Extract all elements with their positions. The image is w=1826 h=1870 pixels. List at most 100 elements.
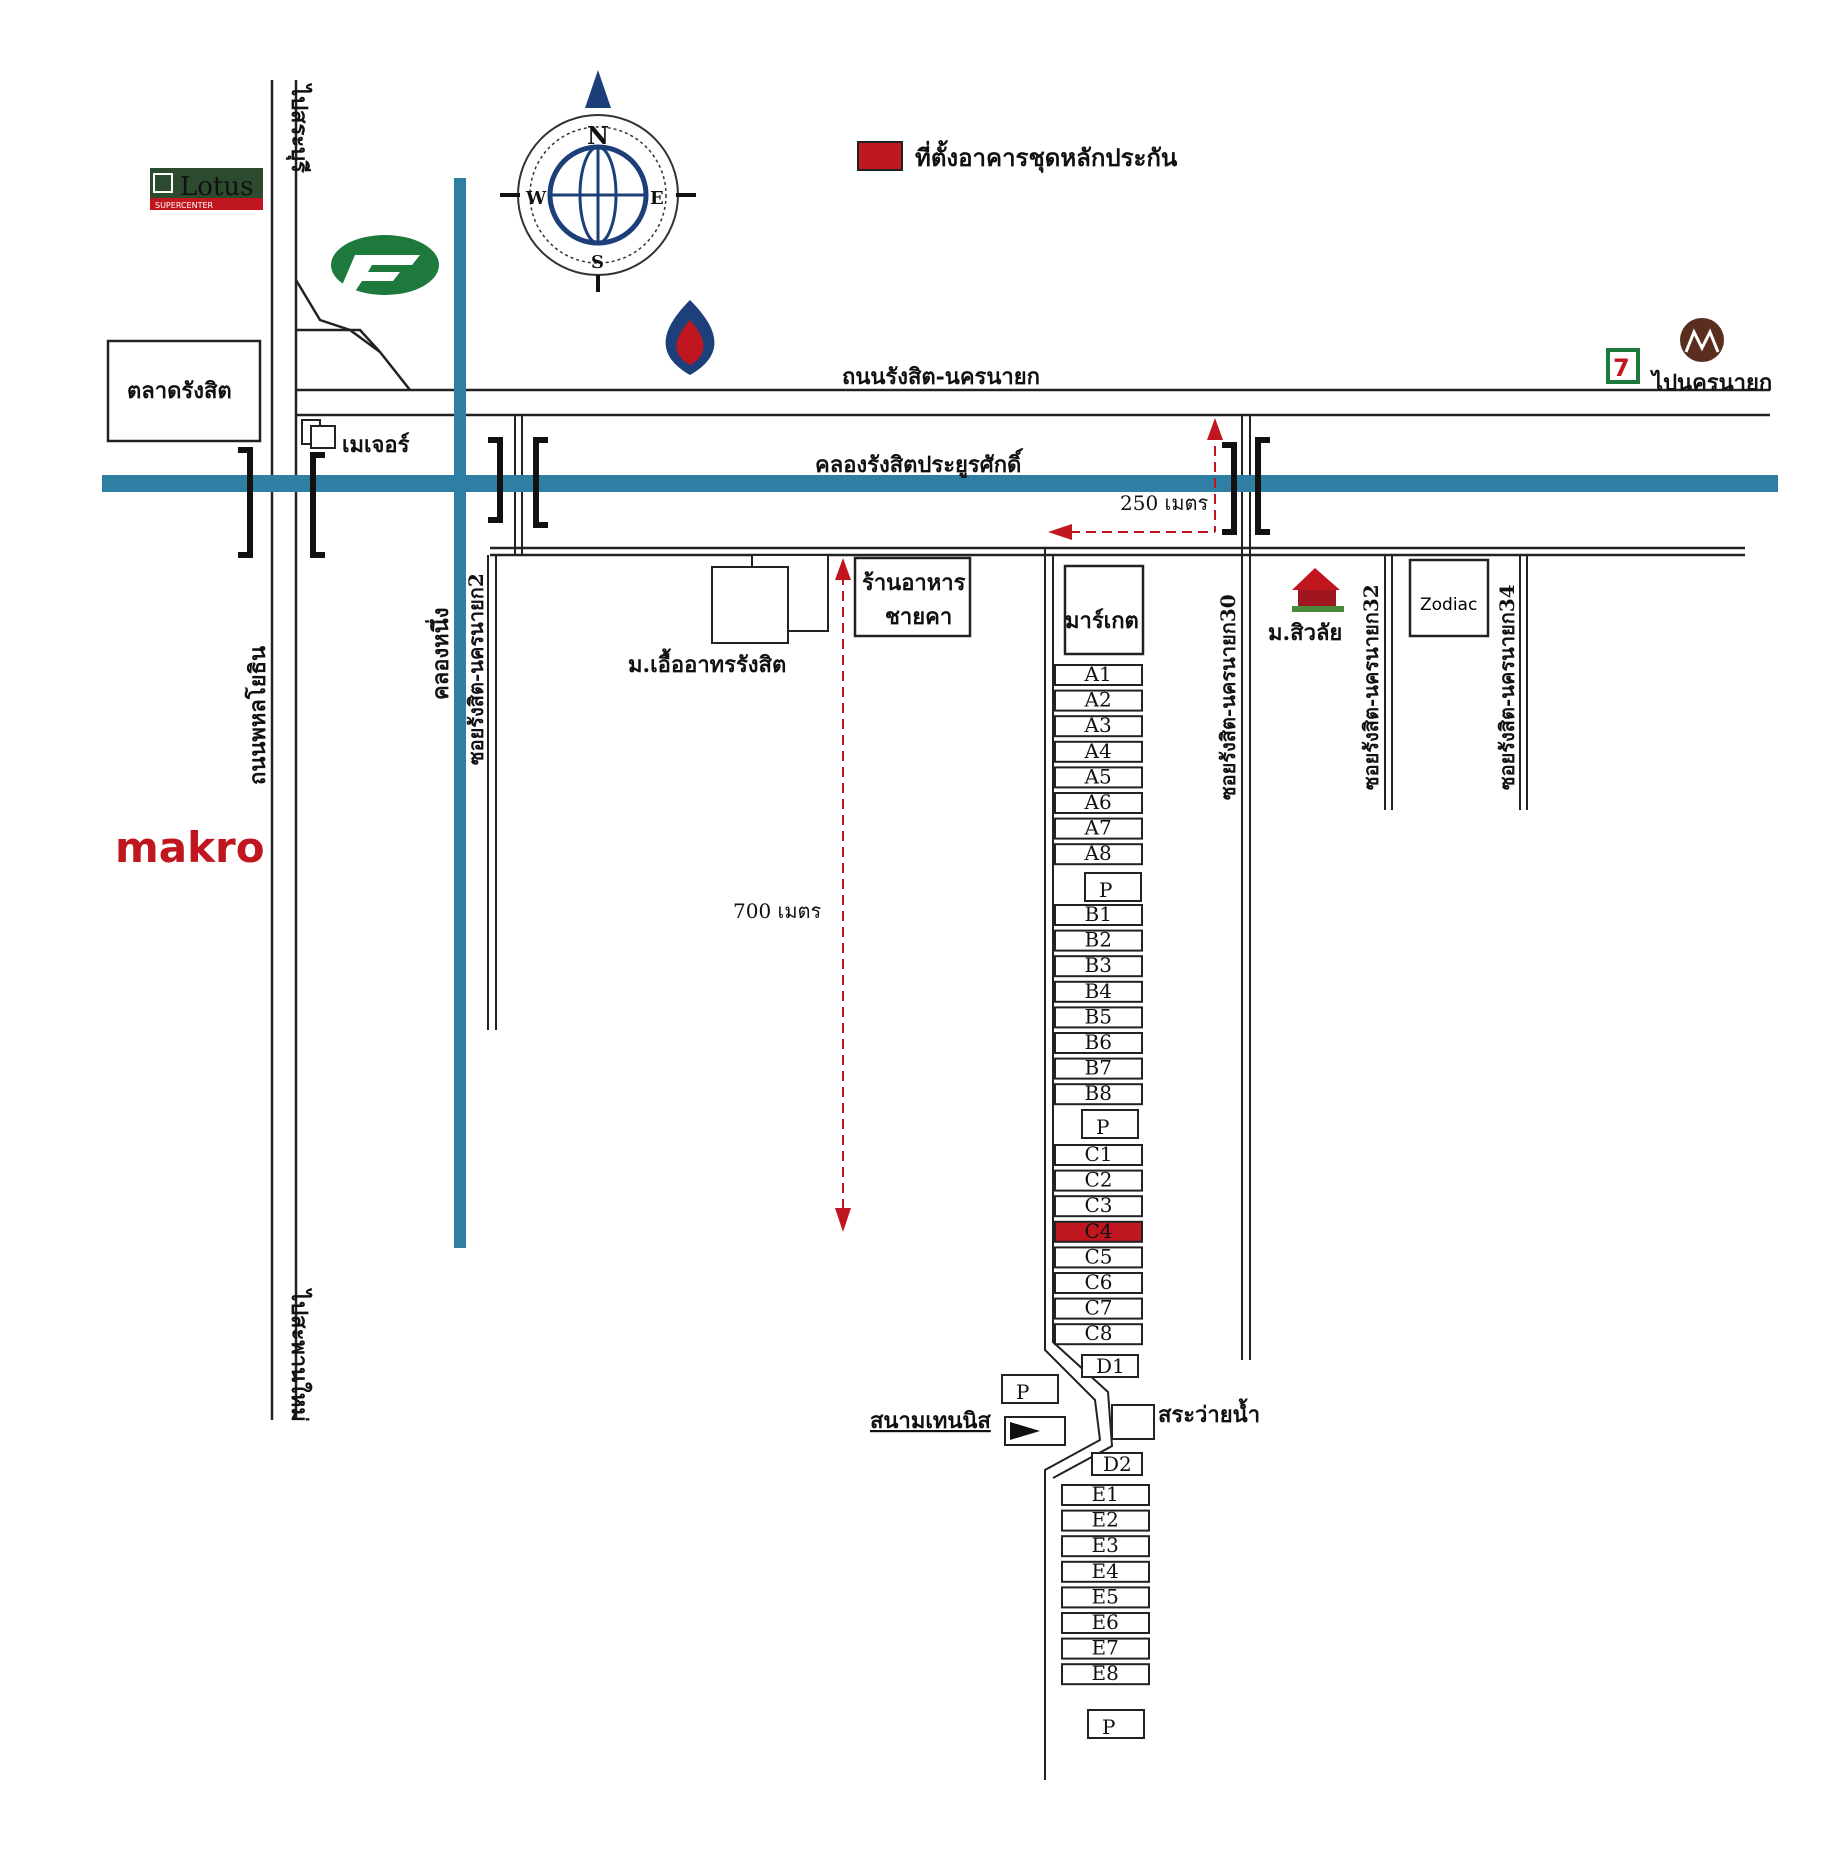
uea-arthorn-label: ม.เอื้ออาทรรังสิต [628, 648, 786, 678]
building-c5-box [1054, 1246, 1143, 1269]
parking-4-box [1087, 1709, 1145, 1739]
parking-2-box [1081, 1109, 1139, 1139]
building-e3-box [1061, 1535, 1150, 1558]
soi30-label: ซอยรังสิต-นครนายก30 [1216, 594, 1240, 800]
zodiac-label: Zodiac [1420, 595, 1477, 615]
lotus-logo: Lotus SUPERCENTER [150, 168, 263, 210]
canal-1-label: คลองหนึ่ง [424, 608, 454, 700]
zodiac-box [1408, 558, 1490, 638]
building-a8-label: A8 [1084, 841, 1112, 865]
building-a1-box [1054, 664, 1143, 686]
building-b8-label: B8 [1085, 1081, 1112, 1105]
building-c2-label: C2 [1085, 1168, 1113, 1192]
building-a4-label: A4 [1084, 739, 1112, 763]
soi2-label: ซอยรังสิต-นครนายก2 [464, 573, 488, 765]
makro-logo: makro [115, 823, 265, 872]
parking-4-label: P [1102, 1715, 1115, 1739]
building-b6-label: B6 [1085, 1030, 1112, 1054]
parking-1-label: P [1099, 878, 1112, 902]
building-a7-label: A7 [1084, 816, 1112, 840]
tennis-label: สนามเทนนิส [870, 1408, 991, 1434]
arrow-right-icon [1010, 1422, 1040, 1440]
building-b8-box [1054, 1083, 1143, 1106]
bank-logo-icon [1680, 318, 1724, 362]
building-b3-label: B3 [1085, 953, 1112, 977]
legend: ที่ตั้งอาคารชุดหลักประกัน [857, 139, 1178, 174]
compass-s: S [591, 252, 604, 273]
building-b3-box [1054, 955, 1143, 978]
compass-w: W [525, 188, 547, 209]
road-network [270, 80, 1770, 1780]
building-c1-label: C1 [1085, 1142, 1113, 1166]
building-c3-label: C3 [1085, 1193, 1113, 1217]
building-d2-label: D2 [1103, 1452, 1132, 1476]
building-b4-label: B4 [1085, 979, 1112, 1003]
building-a2-box [1054, 689, 1143, 712]
building-a2-label: A2 [1084, 688, 1112, 712]
building-b6-box [1054, 1032, 1143, 1054]
building-c7-label: C7 [1085, 1296, 1113, 1320]
building-b1-label: B1 [1085, 902, 1112, 926]
rangsit-market-box [106, 339, 262, 443]
soi34-label: ซอยรังสิต-นครนายก34 [1495, 584, 1519, 790]
building-a4-box [1054, 740, 1143, 763]
building-a5-box [1054, 766, 1143, 789]
building-e5-label: E5 [1092, 1584, 1119, 1608]
building-c1-box [1054, 1144, 1143, 1166]
building-e5-box [1061, 1586, 1150, 1609]
building-e1-box [1061, 1484, 1150, 1506]
siwalai-label: ม.สิวลัย [1268, 620, 1342, 646]
building-a8-box [1054, 843, 1143, 866]
building-b2-box [1054, 929, 1143, 952]
building-b2-label: B2 [1085, 928, 1112, 952]
building-e1-label: E1 [1092, 1482, 1119, 1506]
building-e7-box [1061, 1637, 1150, 1660]
building-a3-box [1054, 715, 1143, 738]
distance-250: 250 เมตร [1048, 418, 1223, 540]
building-c6-box [1054, 1272, 1143, 1294]
to-saraburi-label: ไปสระบุรี [285, 83, 313, 173]
f-logo-icon [331, 235, 439, 295]
pool-label: สระว่ายน้ำ [1158, 1398, 1260, 1428]
rangsit-market-label: ตลาดรังสิต [127, 378, 232, 404]
building-a6-box [1054, 792, 1143, 814]
building-d1-label: D1 [1096, 1354, 1125, 1378]
seven-eleven-logo: 7 [1606, 348, 1640, 384]
bridges [238, 437, 1270, 558]
building-b5-box [1054, 1006, 1143, 1029]
parking-1-box [1084, 872, 1142, 902]
waterways [102, 178, 1778, 1248]
building-e6-box [1061, 1612, 1150, 1634]
soi32-label: ซอยรังสิต-นครนายก32 [1359, 584, 1383, 790]
building-c3-box [1054, 1195, 1143, 1218]
building-b4-box [1054, 980, 1143, 1003]
building-e4-box [1061, 1560, 1150, 1583]
market-label: มาร์เกต [1065, 608, 1139, 634]
building-e4-label: E4 [1092, 1559, 1119, 1583]
building-e3-label: E3 [1092, 1533, 1119, 1557]
svg-text:7: 7 [1613, 354, 1630, 382]
building-c2-box [1054, 1169, 1143, 1192]
svg-text:SUPERCENTER: SUPERCENTER [155, 201, 214, 210]
building-e2-label: E2 [1092, 1508, 1119, 1532]
compass-e: E [650, 188, 664, 209]
phahonyothin-label: ถนนพหลโยธิน [244, 646, 271, 785]
restaurant-label-2: ชายคา [885, 604, 952, 630]
building-e2-box [1061, 1509, 1150, 1532]
main-road-label: ถนนรังสิต-นครนายก [842, 364, 1040, 390]
restaurant-label-1: ร้านอาหาร [862, 570, 966, 596]
building-c4-box [1054, 1220, 1143, 1243]
legend-swatch [857, 141, 903, 171]
canal-main-label: คลองรังสิตประยูรศักดิ์ [815, 448, 1024, 479]
condo-buildings: A1A2A3A4A5A6A7A8B1B2B3B4B5B6B7B8C1C2C3C4… [1001, 662, 1150, 1739]
house-icon [1292, 568, 1344, 612]
pool-box [1111, 1404, 1155, 1440]
building-b7-label: B7 [1085, 1056, 1112, 1080]
restaurant-box [853, 556, 972, 638]
to-nakhon-nayok-label: ไปนครนายก [1650, 369, 1772, 396]
building-a7-box [1054, 817, 1143, 840]
building-a5-label: A5 [1084, 764, 1112, 788]
building-b5-label: B5 [1085, 1004, 1112, 1028]
compass-rose-icon: N S E W [500, 70, 696, 292]
